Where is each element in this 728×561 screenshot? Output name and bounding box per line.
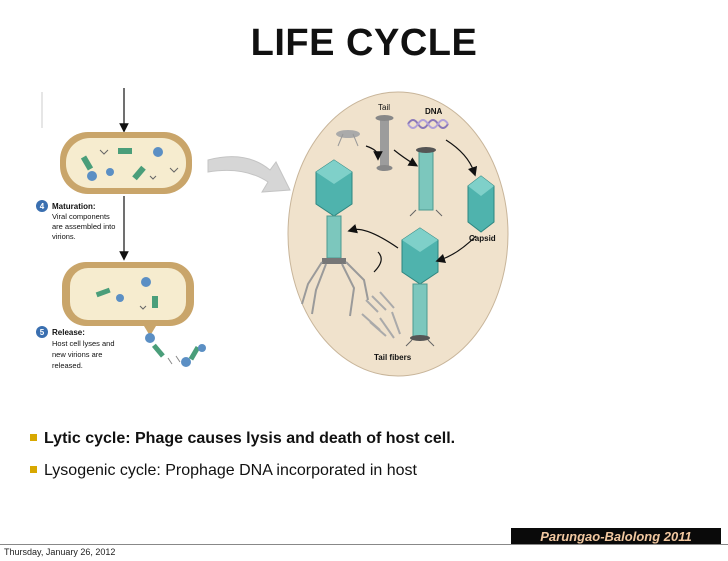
left-figure: 4 Maturation: Viral components are assem… — [36, 88, 206, 370]
step-4-number: 4 — [40, 202, 45, 211]
virion-icon — [80, 147, 179, 181]
credit-badge: Parungao-Balolong 2011 — [511, 528, 721, 545]
bullet-list: Lytic cycle: Phage causes lysis and deat… — [30, 425, 500, 485]
tail-part — [336, 115, 394, 171]
label-tail: Tail — [378, 103, 390, 112]
right-figure: Tail DNA Capsid Tail fibers — [287, 91, 509, 377]
host-cell-maturation — [60, 132, 192, 194]
tail-fibers — [361, 291, 401, 339]
footer-divider — [0, 544, 728, 545]
bullet-lytic-text: Lytic cycle: Phage causes lysis and deat… — [44, 430, 456, 447]
bullet-marker — [30, 466, 37, 473]
step-4-label: 4 Maturation: Viral components are assem… — [36, 200, 115, 241]
step-5-number: 5 — [40, 328, 45, 337]
step-5-line-2: new virions are — [52, 350, 102, 359]
phage-complete-left — [301, 159, 369, 317]
step-5-line-3: released. — [52, 361, 83, 370]
step-4-heading: Maturation: — [52, 202, 96, 211]
virion-icon — [95, 277, 158, 310]
step-4-line-3: virions. — [52, 232, 76, 241]
bullet-lytic: Lytic cycle: Phage causes lysis and deat… — [30, 425, 500, 453]
step-5-line-1: Host cell lyses and — [52, 339, 115, 348]
step-5-heading: Release: — [52, 328, 85, 337]
slide-title: LIFE CYCLE — [250, 22, 478, 64]
label-capsid: Capsid — [469, 234, 496, 243]
cycle-arrows — [347, 139, 478, 273]
step-4-line-2: are assembled into — [52, 222, 115, 231]
dna-strand — [407, 119, 449, 129]
step-5-label: 5 Release: Host cell lyses and new virio… — [36, 326, 115, 370]
phage-complete-right — [401, 227, 439, 347]
host-cell-release — [62, 262, 194, 336]
bullet-lysogenic-text: Lysogenic cycle: Prophage DNA incorporat… — [44, 462, 417, 479]
released-virions — [145, 333, 206, 367]
bullet-marker — [30, 434, 37, 441]
capsid-shape — [467, 175, 495, 233]
label-tail-fibers: Tail fibers — [374, 353, 412, 362]
label-dna: DNA — [425, 107, 443, 116]
pointer-arrow-icon — [207, 156, 291, 193]
phage-assembling — [409, 147, 443, 217]
life-cycle-figure: 4 Maturation: Viral components are assem… — [36, 88, 509, 377]
footer-date: Thursday, January 26, 2012 — [4, 547, 116, 557]
step-4-line-1: Viral components — [52, 212, 110, 221]
bullet-lysogenic: Lysogenic cycle: Prophage DNA incorporat… — [30, 457, 500, 485]
